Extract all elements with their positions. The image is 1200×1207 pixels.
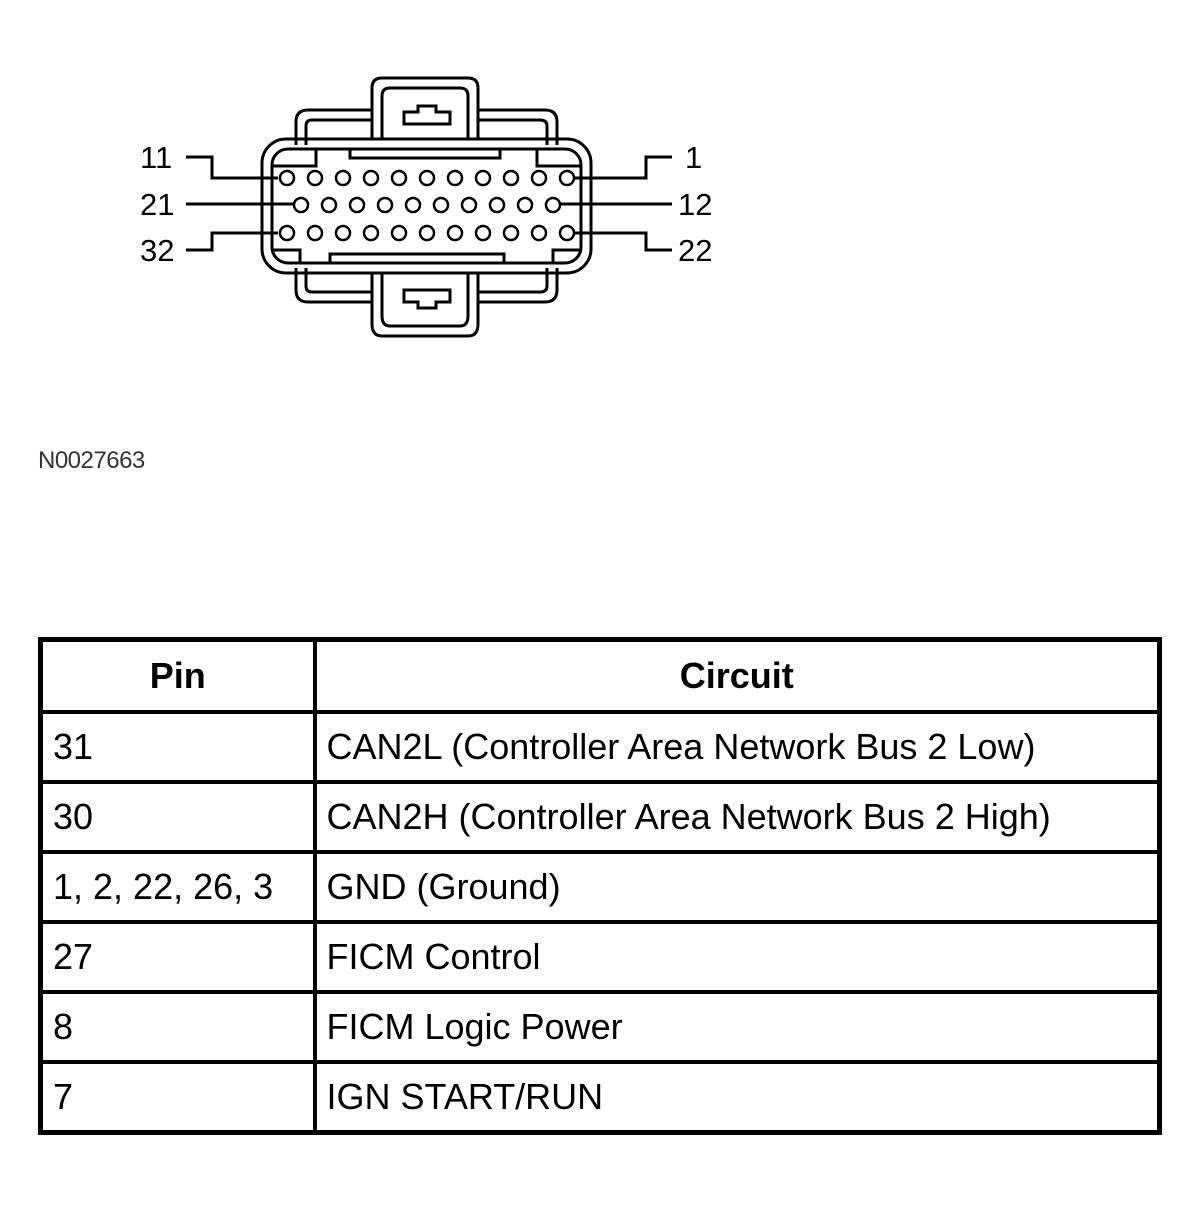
pin-cell: 8 [38,990,317,1064]
pin-cell: 1, 2, 22, 26, 3 [38,850,317,924]
circuit-cell: CAN2H (Controller Area Network Bus 2 Hig… [312,780,1162,854]
pin-hole [404,196,422,214]
pin-labels: 11 21 32 1 12 22 [140,140,712,268]
top-shoulder [294,108,559,145]
pin-cell: 31 [38,710,317,784]
pin-label-middle-left: 21 [140,187,174,222]
table-header-row: Pin Circuit [38,637,1162,714]
key-slot-top [348,147,502,160]
pin-hole [320,196,338,214]
top-latch-clip [402,104,452,126]
pin-cell: 7 [38,1060,317,1135]
connector-face [270,147,583,265]
pin-hole [460,196,478,214]
table-row: 8 FICM Logic Power [38,990,1162,1064]
pin-hole [334,224,352,242]
pin-hole [390,224,408,242]
connector-body [260,137,593,275]
leader-32 [186,231,278,252]
table-row: 31 CAN2L (Controller Area Network Bus 2 … [38,710,1162,784]
leader-22 [574,231,672,252]
pin-hole [502,224,520,242]
figure-id: N0027663 [38,447,145,474]
pin-label-middle-right: 12 [678,187,712,222]
pin-hole [530,169,548,187]
pin-hole [362,169,380,187]
pin-hole [502,169,520,187]
top-latch-inner [380,86,470,138]
pin-hole [278,169,296,187]
pin-hole [292,196,310,214]
pin-hole [558,169,576,187]
pin-hole [348,196,366,214]
pin-hole [446,169,464,187]
pin-hole [558,224,576,242]
pin-cell: 30 [38,780,317,854]
table-row: 30 CAN2H (Controller Area Network Bus 2 … [38,780,1162,854]
leader-11 [186,155,278,180]
pin-circuit-table: Pin Circuit 31 CAN2L (Controller Area Ne… [38,637,1162,1135]
pin-hole [376,196,394,214]
circuit-cell: IGN START/RUN [312,1060,1162,1135]
bottom-latch-clip [402,288,452,310]
top-shoulder-inner [304,118,549,145]
bottom-shoulder [294,268,559,304]
pin-hole [488,196,506,214]
pin-hole [474,169,492,187]
circuit-header: Circuit [312,637,1162,714]
key-slot-bottom [328,252,506,265]
connector-diagram: 11 21 32 1 12 22 [140,76,712,338]
table-row: 7 IGN START/RUN [38,1060,1162,1135]
pin-label-bottom-right: 22 [678,233,712,268]
pin-hole [306,224,324,242]
pin-hole [530,224,548,242]
pin-header: Pin [38,637,317,714]
pin-hole [418,224,436,242]
circuit-cell: FICM Control [312,920,1162,994]
leader-1 [574,155,672,180]
pin-hole [432,196,450,214]
pin-hole [446,224,464,242]
pin-hole [516,196,534,214]
pin-hole [418,169,436,187]
pin-label-bottom-left: 32 [140,233,174,268]
table-row: 1, 2, 22, 26, 3 GND (Ground) [38,850,1162,924]
top-latch [370,76,480,138]
pin-hole [278,224,296,242]
pin-hole [474,224,492,242]
pin-hole [390,169,408,187]
bottom-latch [370,272,480,338]
circuit-cell: FICM Logic Power [312,990,1162,1064]
pin-hole [334,169,352,187]
bottom-latch-inner [380,272,470,328]
circuit-cell: CAN2L (Controller Area Network Bus 2 Low… [312,710,1162,784]
pin-label-top-right: 1 [685,140,702,175]
circuit-cell: GND (Ground) [312,850,1162,924]
pin-hole [544,196,562,214]
pin-holes [278,169,576,242]
pin-hole [306,169,324,187]
pin-label-top-left: 11 [140,140,172,175]
bottom-shoulder-inner [304,268,549,294]
table-row: 27 FICM Control [38,920,1162,994]
pin-cell: 27 [38,920,317,994]
pin-hole [362,224,380,242]
